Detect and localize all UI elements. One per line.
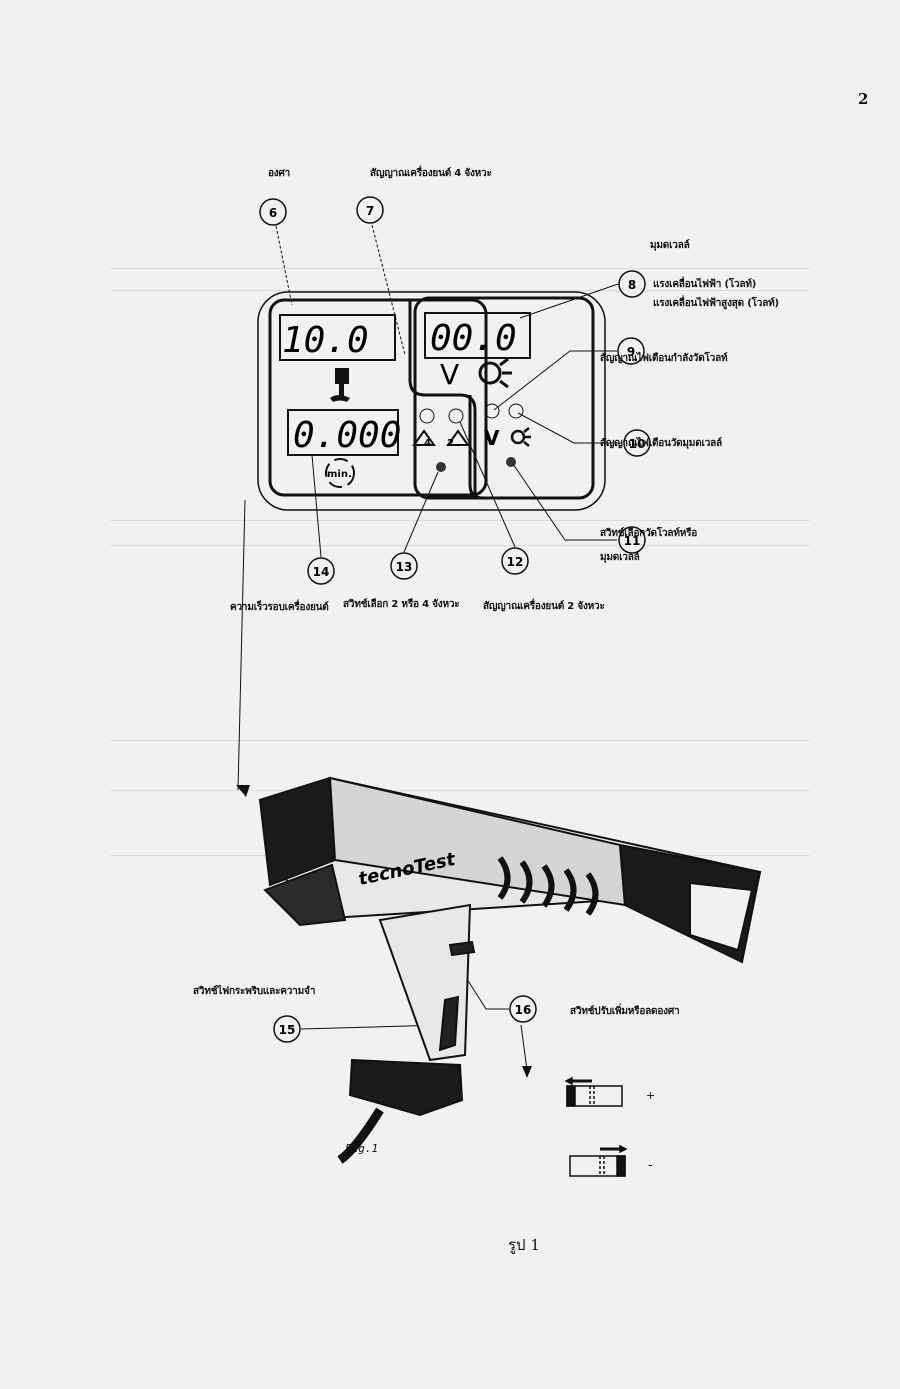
label-voltage: แรงเคลื่อนไฟฟ้า (โวลท์) bbox=[653, 279, 757, 290]
bleed-through bbox=[110, 268, 810, 269]
label-volt-dwell-switch: สวิทช์เลือกวัดโวลท์หรือ bbox=[600, 528, 698, 539]
callout-circles bbox=[259, 196, 651, 1043]
rpm-unit: min. bbox=[327, 469, 352, 480]
stroke-2-label: 2 bbox=[447, 438, 454, 449]
callout-10: 10 bbox=[629, 437, 646, 451]
engine-icon bbox=[330, 368, 350, 402]
bleed-through bbox=[110, 520, 810, 521]
stroke-4-icon: 4 bbox=[412, 429, 436, 449]
callout-12: 12 bbox=[507, 555, 524, 569]
bleed-through bbox=[110, 740, 810, 741]
ignition-icon-small bbox=[510, 427, 531, 447]
page-number: 2 bbox=[858, 90, 869, 108]
label-angle-adjust-switch: สวิทช์ปรับเพิ่มหรือลดองศา bbox=[570, 1006, 680, 1017]
stroke-switch-button bbox=[436, 462, 446, 472]
figure-label: Fig.1 bbox=[345, 1142, 379, 1155]
callout-6: 6 bbox=[269, 206, 277, 220]
stroke-2-icon: 2 bbox=[446, 429, 470, 449]
slide-switch-minus bbox=[569, 1144, 628, 1177]
volt-readout: 00.0 bbox=[430, 318, 517, 359]
callout-15: 15 bbox=[279, 1023, 296, 1037]
label-peak-voltage: แรงเคลื่อนไฟฟ้าสูงสุด (โวลท์) bbox=[653, 298, 779, 309]
slide-switch-plus bbox=[564, 1076, 623, 1107]
figure-caption: รูป 1 bbox=[508, 1236, 540, 1254]
arrow-icon bbox=[236, 785, 250, 797]
minus-label: - bbox=[648, 1158, 653, 1173]
callout-9: 9 bbox=[627, 345, 635, 359]
callout-7: 7 bbox=[366, 204, 374, 218]
rpm-icon: min. bbox=[325, 458, 355, 488]
label-stroke-switch: สวิทช์เลือก 2 หรือ 4 จังหวะ bbox=[343, 599, 460, 610]
label-signal-2-stroke: สัญญาณเครื่องยนต์ 2 จังหวะ bbox=[483, 601, 605, 612]
timing-light-gun bbox=[258, 776, 762, 1164]
leader-lines bbox=[237, 224, 622, 1071]
bleed-through bbox=[110, 790, 810, 791]
label-dwell-warning: สัญญาณไฟเตือนวัดมุมดเวลล์ bbox=[600, 438, 722, 449]
label-flash-memory-switch: สวิทช์ไฟกระพริบและความจำ bbox=[193, 986, 316, 997]
label-angle: องศา bbox=[268, 168, 291, 179]
volt-symbol-small: V bbox=[484, 426, 500, 450]
label-volt-warning: สัญญาณไฟเตือนกำลังวัดโวลท์ bbox=[600, 353, 728, 364]
plus-label: + bbox=[646, 1089, 655, 1102]
bleed-through bbox=[110, 545, 810, 546]
rpm-readout: 0.000 bbox=[293, 415, 401, 456]
label-dwell: มุมดเวลล์ bbox=[650, 240, 690, 251]
callout-14: 14 bbox=[313, 565, 330, 579]
control-panel bbox=[257, 291, 606, 511]
stroke-4-label: 4 bbox=[424, 438, 431, 449]
callout-8: 8 bbox=[628, 278, 636, 292]
bleed-through bbox=[110, 290, 810, 291]
label-volt-dwell-switch-2: มุมดเวลล์ bbox=[600, 552, 640, 563]
volt-symbol: V bbox=[440, 358, 459, 391]
arrow-icon bbox=[522, 1066, 532, 1078]
callout-13: 13 bbox=[396, 560, 413, 574]
ignition-icon bbox=[478, 357, 512, 389]
label-rpm: ความเร็วรอบเครื่องยนต์ bbox=[230, 602, 329, 613]
label-signal-4-stroke: สัญญาณเครื่องยนต์ 4 จังหวะ bbox=[370, 168, 492, 179]
callout-16: 16 bbox=[515, 1003, 532, 1017]
callout-11: 11 bbox=[624, 534, 641, 548]
angle-readout: 10.0 bbox=[282, 320, 369, 361]
